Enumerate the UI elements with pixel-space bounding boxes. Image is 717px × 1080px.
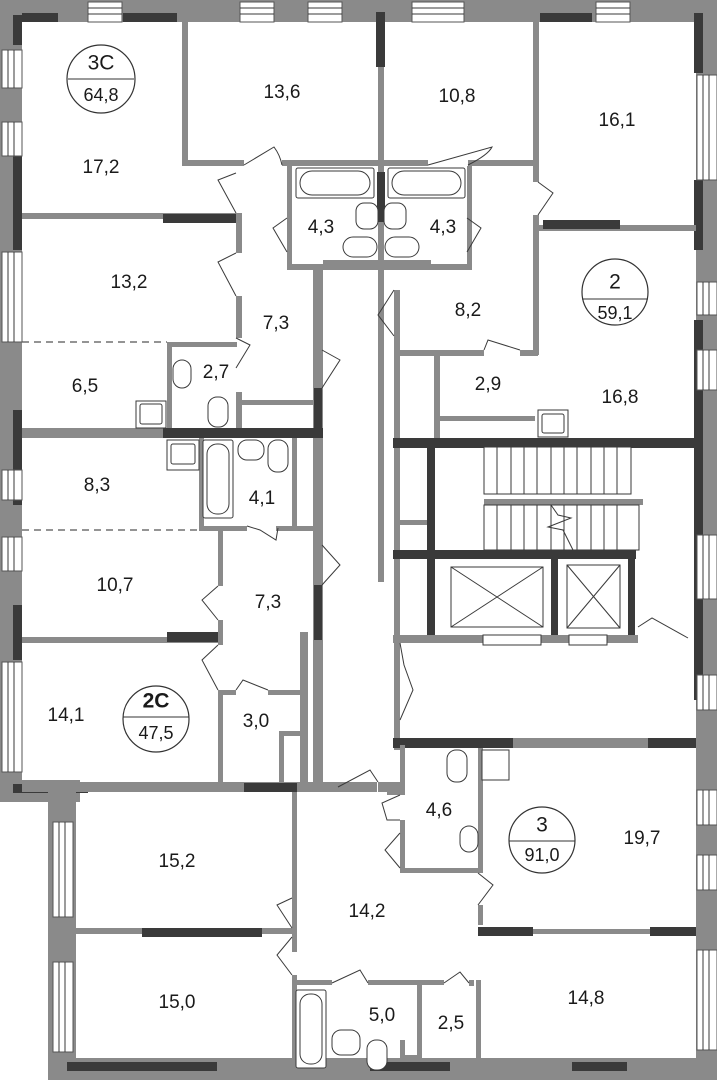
- room-area: 2,5: [438, 1013, 464, 1034]
- apartment-badge-3c: 3С 64,8: [66, 44, 136, 114]
- room-area: 13,2: [111, 272, 148, 293]
- room-area: 13,6: [264, 82, 301, 103]
- room-area: 15,2: [159, 851, 196, 872]
- elevators: [450, 564, 621, 646]
- room-area: 8,3: [84, 475, 110, 496]
- apartment-type: 3: [536, 814, 548, 837]
- room-area: 16,8: [602, 387, 639, 408]
- room-area: 10,8: [439, 86, 476, 107]
- room-area: 2,9: [475, 374, 501, 395]
- room-area: 5,0: [369, 1005, 395, 1026]
- room-area: 4,3: [430, 217, 456, 238]
- doors: [201, 146, 689, 984]
- apartment-type: 2С: [143, 690, 170, 713]
- apartment-area: 91,0: [524, 845, 559, 865]
- room-area: 19,7: [624, 828, 661, 849]
- interior-walls: [22, 12, 696, 1060]
- apartment-type: 2: [609, 271, 621, 294]
- room-area: 7,3: [263, 313, 289, 334]
- room-area: 16,1: [599, 110, 636, 131]
- room-area: 4,1: [249, 488, 275, 509]
- room-area: 14,8: [568, 988, 605, 1009]
- dashed-partitions: [22, 341, 199, 531]
- room-area: 15,0: [159, 992, 196, 1013]
- apartment-badge-2: 2 59,1: [581, 258, 649, 326]
- room-area: 7,3: [255, 592, 281, 613]
- apartment-type: 3С: [88, 52, 115, 75]
- staircase: [483, 446, 643, 551]
- room-area: 4,6: [426, 800, 452, 821]
- windows: [1, 1, 717, 1053]
- apartment-area: 47,5: [138, 723, 173, 743]
- room-area: 10,7: [97, 575, 134, 596]
- room-area: 14,1: [48, 705, 85, 726]
- room-area: 6,5: [72, 376, 98, 397]
- room-area: 2,7: [203, 362, 229, 383]
- apartment-area: 59,1: [597, 303, 632, 323]
- fixtures: [135, 167, 569, 1071]
- apartment-badge-3: 3 91,0: [508, 806, 576, 874]
- apartment-badge-2c: 2С 47,5: [122, 685, 190, 753]
- apartment-area: 64,8: [83, 85, 118, 105]
- room-area: 14,2: [349, 901, 386, 922]
- room-area: 8,2: [455, 300, 481, 321]
- room-area: 3,0: [243, 711, 269, 732]
- room-labels: 17,2 13,6 10,8 16,1 4,3 4,3 13,2 7,3 8,2…: [48, 82, 661, 1034]
- room-area: 4,3: [308, 217, 334, 238]
- room-area: 17,2: [83, 157, 120, 178]
